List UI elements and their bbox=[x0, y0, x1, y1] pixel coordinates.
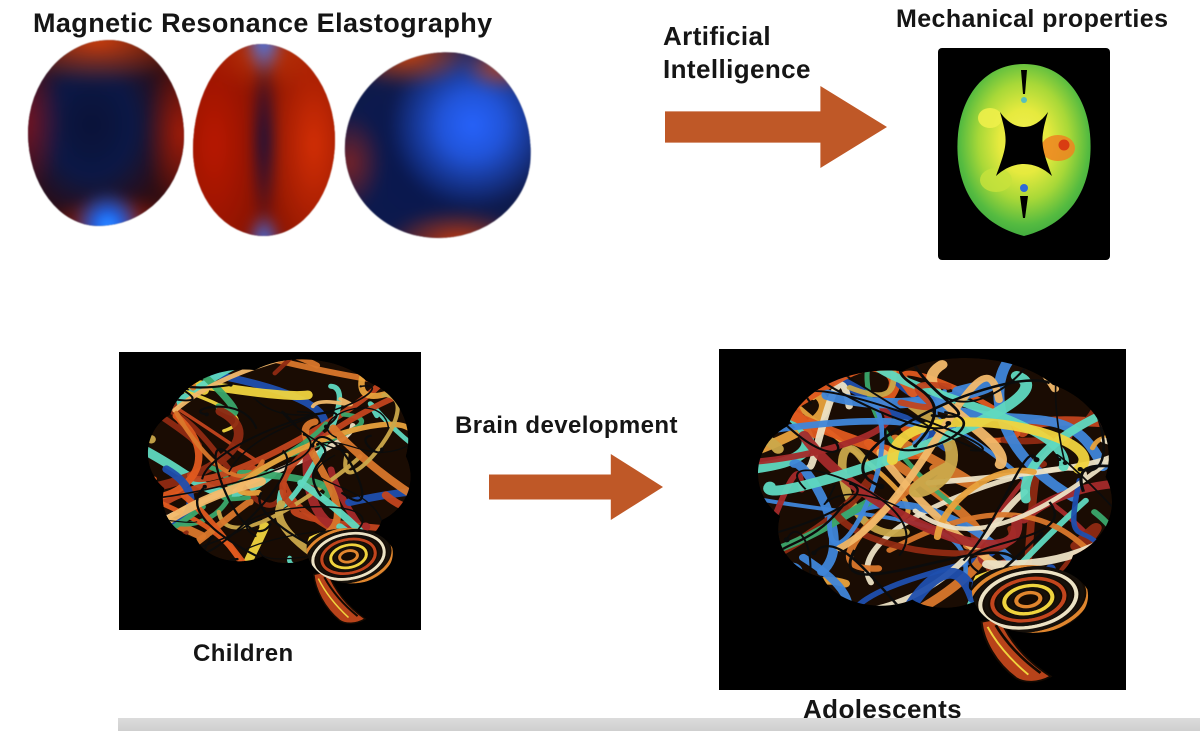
children-brain-svg bbox=[147, 359, 411, 624]
children-brain-image bbox=[119, 352, 421, 630]
adolescents-brain-image bbox=[719, 349, 1126, 690]
children-caption: Children bbox=[193, 640, 294, 667]
elastogram-image bbox=[938, 48, 1110, 260]
mre-section-title: Magnetic Resonance Elastography bbox=[33, 8, 493, 38]
development-arrow-icon bbox=[489, 454, 663, 520]
bottom-edge-bar bbox=[118, 718, 1200, 731]
ai-label-line-2: Intelligence bbox=[663, 54, 811, 84]
mre-wave-image-1 bbox=[28, 40, 184, 226]
elastogram-svg bbox=[938, 48, 1110, 260]
ai-label-line-1: Artificial bbox=[663, 21, 772, 51]
mre-wave-image-3 bbox=[341, 48, 535, 242]
mechanical-properties-title: Mechanical properties bbox=[896, 5, 1169, 33]
adolescents-brain-svg bbox=[757, 358, 1113, 683]
artificial-intelligence-label: Artificial Intelligence bbox=[663, 20, 811, 86]
right-arrow-icon bbox=[665, 86, 887, 168]
mre-wave-image-2 bbox=[193, 44, 335, 236]
brain-development-label: Brain development bbox=[455, 412, 678, 439]
